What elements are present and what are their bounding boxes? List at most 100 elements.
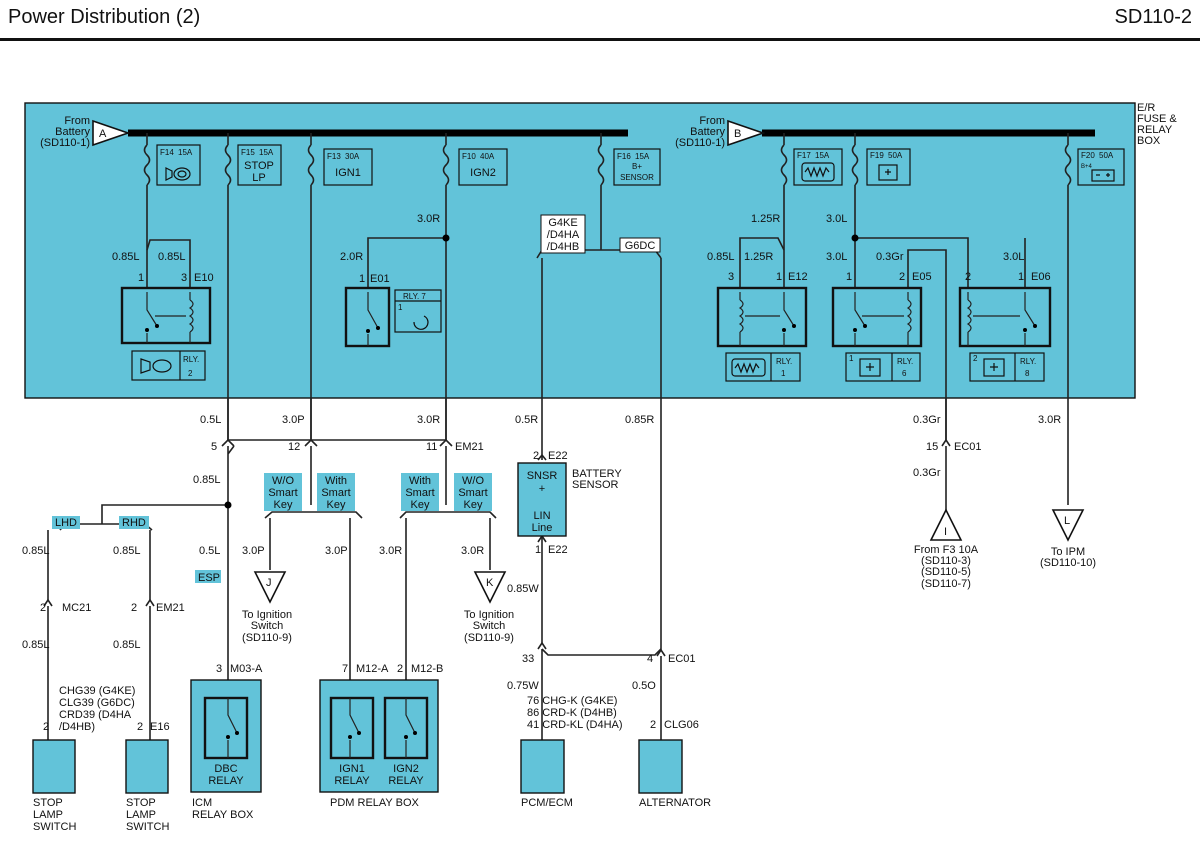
svg-text:F15: F15 — [241, 148, 255, 157]
svg-text:Battery: Battery — [690, 126, 725, 138]
pin-num: 5 — [211, 441, 217, 453]
icm-relay-box: DBC RELAY — [190, 679, 262, 793]
svg-text:RELAY BOX: RELAY BOX — [192, 809, 254, 821]
svg-text:(SD110-3): (SD110-3) — [921, 555, 971, 567]
connector-b-triangle — [727, 119, 766, 147]
pcm-ecm — [520, 739, 565, 794]
svg-text:Key: Key — [411, 499, 430, 511]
wire-gauge: 3.0R — [417, 414, 440, 426]
pin-num: 3 — [216, 663, 222, 675]
svg-text:G6DC: G6DC — [625, 240, 656, 252]
pin-num: 15 — [926, 441, 938, 453]
connector-k-text: To Ignition Switch (SD110-9) — [464, 609, 514, 644]
svg-text:F20: F20 — [1081, 151, 1095, 160]
svg-text:IGN2: IGN2 — [470, 167, 496, 179]
svg-text:41 CRD-KL (D4HA): 41 CRD-KL (D4HA) — [527, 719, 623, 731]
pdm-label: PDM RELAY BOX — [330, 797, 420, 809]
connector-id: E10 — [194, 272, 214, 284]
pin-num: 1 — [1018, 271, 1024, 283]
wire-gauge: 0.5R — [515, 414, 538, 426]
wire-gauge: 0.5L — [199, 545, 220, 557]
junction-dot — [851, 234, 859, 242]
pin-num: 2 — [137, 721, 143, 733]
connector-id: M12-A — [356, 663, 389, 675]
connector-a-triangle — [92, 119, 131, 147]
stop-lamp-switch-2 — [125, 739, 169, 794]
alternator — [638, 739, 683, 794]
connector-l-text: To IPM (SD110-10) — [1040, 546, 1096, 569]
svg-text:15A: 15A — [178, 148, 193, 157]
svg-text:With: With — [325, 475, 347, 487]
svg-text:(SD110-7): (SD110-7) — [921, 578, 971, 590]
svg-text:SWITCH: SWITCH — [33, 821, 76, 833]
connector-k-letter: K — [486, 577, 494, 589]
relay-8: 2 RLY. 8 — [958, 286, 1052, 382]
svg-text:1: 1 — [849, 354, 854, 363]
svg-text:From: From — [699, 115, 725, 127]
svg-text:IGN1: IGN1 — [339, 763, 365, 775]
wire-gauge: 0.3Gr — [876, 251, 904, 263]
pcm-label: PCM/ECM — [521, 797, 573, 809]
svg-text:RELAY: RELAY — [208, 775, 244, 787]
bus-a-source: From Battery (SD110-1) — [40, 115, 90, 149]
svg-text:Switch: Switch — [473, 620, 505, 632]
lhd-label: LHD — [55, 517, 77, 529]
stop-lamp-switch-2-label: STOP LAMP SWITCH — [126, 797, 169, 833]
icm-label: ICM RELAY BOX — [192, 797, 254, 821]
svg-text:RLY.: RLY. — [1020, 357, 1036, 366]
svg-text:Smart: Smart — [405, 487, 434, 499]
svg-text:Key: Key — [464, 499, 483, 511]
connector-id: EC01 — [668, 653, 696, 665]
battery-icon — [1091, 169, 1115, 182]
svg-text:SNSR: SNSR — [527, 470, 558, 482]
connector-i-letter: I — [944, 526, 947, 538]
pin-num: 11 — [426, 441, 437, 453]
svg-text:To Ignition: To Ignition — [242, 609, 292, 621]
svg-text:From: From — [64, 115, 90, 127]
connector-i-text: From F3 10A (SD110-3) (SD110-5) (SD110-7… — [914, 544, 979, 590]
lhd-label-bg — [52, 516, 80, 529]
svg-text:F16: F16 — [617, 152, 631, 161]
page-header: Power Distribution (2) SD110-2 — [0, 0, 1200, 41]
wire-gauge: 3.0R — [379, 545, 402, 557]
svg-text:RLY.: RLY. — [183, 355, 199, 364]
fan-heater-icon — [859, 358, 881, 377]
connector-id: E01 — [370, 273, 390, 285]
svg-text:RLY.: RLY. — [776, 357, 792, 366]
svg-text:FUSE &: FUSE & — [1137, 113, 1177, 125]
svg-text:Smart: Smart — [321, 487, 350, 499]
pin-num: 2 — [43, 721, 49, 733]
connector-id: E05 — [912, 271, 932, 283]
connector-id: EM21 — [156, 602, 185, 614]
junction-dot — [442, 234, 450, 242]
connector-id: EC01 — [954, 441, 982, 453]
svg-text:50A: 50A — [888, 151, 903, 160]
connector-id: M12-B — [411, 663, 443, 675]
wire-gauge: 1.25R — [751, 213, 780, 225]
svg-text:1: 1 — [398, 303, 403, 312]
svg-text:SENSOR: SENSOR — [620, 173, 654, 182]
pin-num: 2 — [40, 602, 46, 614]
wire-gauge: 0.85L — [22, 639, 50, 651]
stop-lamp-switch-1-label: STOP LAMP SWITCH — [33, 797, 76, 833]
svg-text:2: 2 — [973, 354, 978, 363]
wire-gauge: 3.0L — [826, 213, 847, 225]
svg-text:W/O: W/O — [272, 475, 294, 487]
svg-text:Switch: Switch — [251, 620, 283, 632]
pin-num: 1 — [138, 272, 144, 284]
relay-1: RLY. 1 — [716, 286, 808, 382]
svg-text:Smart: Smart — [458, 487, 487, 499]
svg-text:Smart: Smart — [268, 487, 297, 499]
page-title: Power Distribution (2) — [8, 6, 201, 28]
connector-id: E12 — [788, 271, 808, 283]
svg-text:STOP: STOP — [244, 160, 274, 172]
svg-text:CHG39 (G4KE): CHG39 (G4KE) — [59, 685, 135, 697]
svg-text:With: With — [409, 475, 431, 487]
svg-text:IGN2: IGN2 — [393, 763, 419, 775]
svg-text:F17: F17 — [797, 151, 811, 160]
